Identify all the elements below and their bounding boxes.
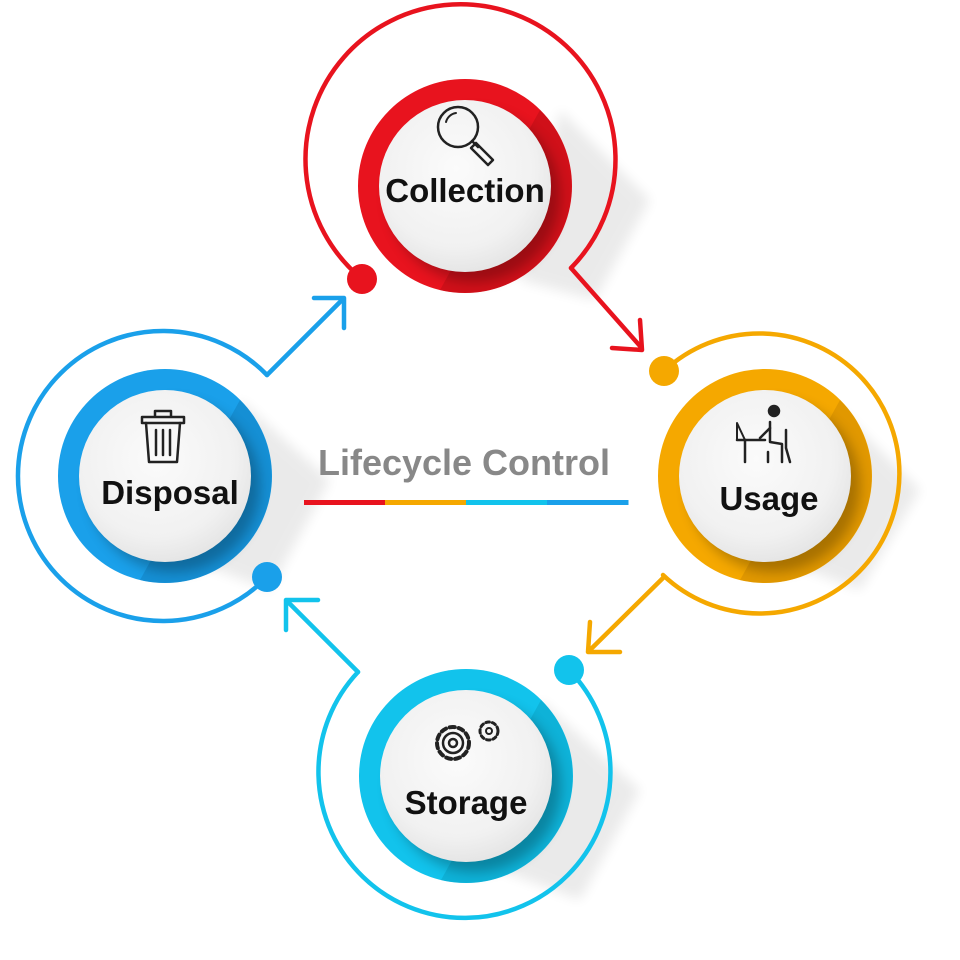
underline-segment — [385, 500, 467, 505]
center-title: Lifecycle Control — [318, 442, 610, 483]
gears-icon — [435, 720, 500, 761]
disposal-outer-arc — [15, 328, 270, 624]
node-usage-label: Usage — [719, 480, 818, 517]
storage-disc — [380, 690, 552, 862]
node-storage: Storage — [316, 655, 640, 921]
storage-outer-arc — [316, 667, 613, 921]
collection-dot — [347, 264, 377, 294]
arrow-usage-to-storage — [585, 575, 666, 655]
collection-disc — [379, 100, 551, 272]
underline-segment — [466, 500, 548, 505]
node-disposal-label: Disposal — [101, 474, 239, 511]
arrow-collection-to-usage — [568, 265, 645, 353]
disposal-disc — [79, 390, 251, 562]
collection-outer-arc — [303, 2, 618, 282]
underline-segment — [547, 500, 629, 505]
center-underline — [304, 500, 629, 505]
underline-segment — [304, 500, 386, 505]
disposal-dot — [252, 562, 282, 592]
trash-can-icon — [140, 409, 186, 464]
node-disposal: Disposal — [15, 328, 330, 624]
node-storage-label: Storage — [405, 784, 528, 821]
node-collection-label: Collection — [385, 172, 545, 209]
usage-outer-arc — [660, 331, 902, 616]
arrow-disposal-to-collection — [264, 295, 347, 378]
storage-dot — [554, 655, 584, 685]
node-usage: Usage — [649, 331, 920, 616]
magnifier-icon — [436, 105, 495, 167]
arrow-storage-to-disposal — [283, 597, 361, 675]
node-collection: Collection — [303, 2, 650, 300]
usage-dot — [649, 356, 679, 386]
center-title-group: Lifecycle Control — [304, 442, 629, 505]
person-at-desk-icon — [735, 404, 792, 464]
usage-disc — [679, 390, 851, 562]
